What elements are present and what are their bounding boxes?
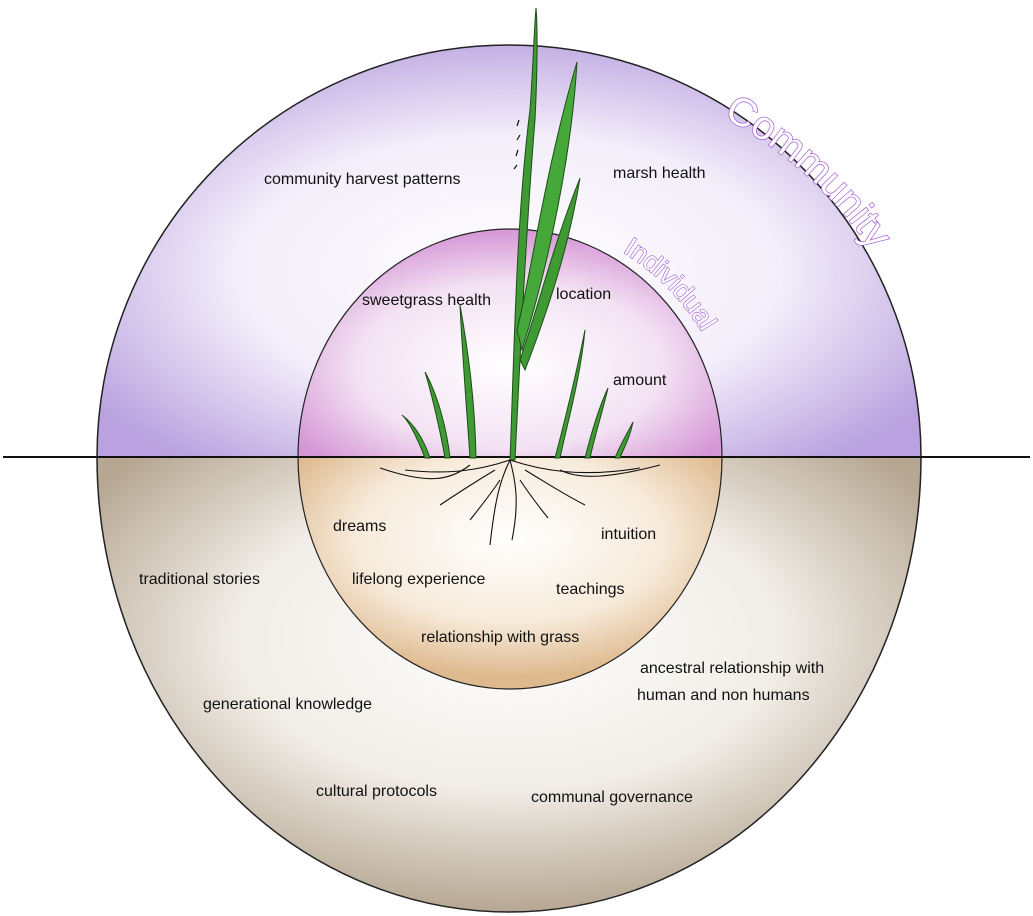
label-generational-knowledge: generational knowledge: [203, 696, 372, 713]
label-amount: amount: [613, 372, 667, 389]
label-sweetgrass-health: sweetgrass health: [362, 292, 491, 309]
label-lifelong-experience: lifelong experience: [352, 571, 486, 588]
label-community-harvest-patterns: community harvest patterns: [264, 171, 461, 188]
label-dreams: dreams: [333, 518, 386, 535]
label-location: location: [556, 286, 611, 303]
label-ancestral-relationship-line1: ancestral relationship with: [640, 660, 824, 677]
label-communal-governance: communal governance: [531, 789, 693, 806]
label-traditional-stories: traditional stories: [139, 571, 260, 588]
label-ancestral-relationship-line2: human and non humans: [637, 687, 810, 704]
label-cultural-protocols: cultural protocols: [316, 783, 437, 800]
label-relationship-with-grass: relationship with grass: [421, 629, 579, 646]
label-marsh-health: marsh health: [613, 165, 706, 182]
label-teachings: teachings: [556, 581, 625, 598]
label-intuition: intuition: [601, 526, 656, 543]
